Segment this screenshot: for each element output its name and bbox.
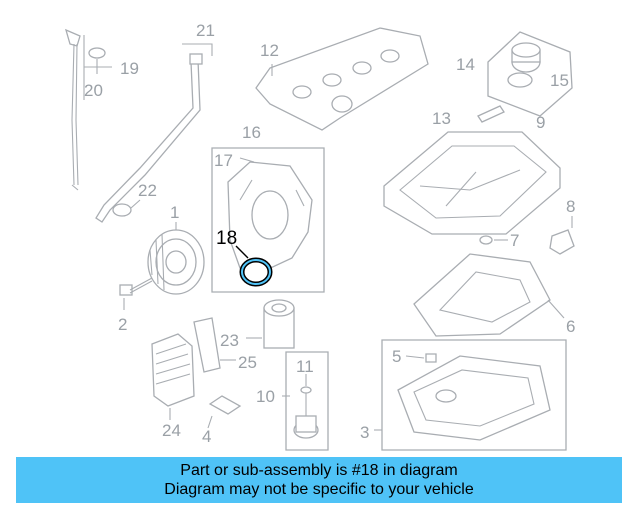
o-ring-22-part[interactable]	[112, 203, 132, 217]
callout-2: 2	[118, 315, 127, 334]
callout-23: 23	[220, 331, 239, 350]
dipstick-part[interactable]	[64, 28, 81, 191]
bracket-part[interactable]	[208, 395, 242, 415]
callout-4: 4	[202, 427, 211, 446]
group-frame-16	[211, 147, 325, 293]
group-frame-3	[381, 339, 567, 451]
banner-line-disclaimer: Diagram may not be specific to your vehi…	[164, 481, 474, 498]
callout-20: 20	[84, 81, 103, 100]
baffle-part[interactable]	[413, 253, 551, 337]
oil-level-sensor-part[interactable]	[293, 386, 319, 439]
callout-19: 19	[120, 59, 139, 78]
callout-22: 22	[138, 181, 157, 200]
group-frame-14	[487, 31, 573, 117]
callout-21: 21	[196, 21, 215, 40]
valve-cover-part[interactable]	[255, 27, 429, 131]
callout-10: 10	[256, 387, 275, 406]
callout-24: 24	[162, 421, 181, 440]
callout-17: 17	[214, 151, 233, 170]
info-banner: Part or sub-assembly is #18 in diagram D…	[16, 457, 622, 503]
washer-part[interactable]	[479, 235, 493, 245]
pulley-part[interactable]	[147, 229, 205, 295]
lower-oil-pan-part[interactable]	[397, 355, 551, 441]
oil-cooler-part[interactable]	[151, 333, 195, 407]
plug-part[interactable]	[549, 229, 575, 255]
cap-seal-part[interactable]	[507, 72, 533, 88]
callout-16: 16	[242, 123, 261, 142]
callout-12: 12	[260, 41, 279, 60]
callout-11: 11	[296, 357, 314, 376]
callout-14: 14	[456, 55, 475, 74]
callout-18-highlighted: 18	[216, 228, 237, 249]
callout-7: 7	[510, 231, 519, 250]
callout-5: 5	[392, 347, 401, 366]
callout-15: 15	[550, 71, 569, 90]
group-frame-11	[285, 351, 329, 451]
callout-8: 8	[566, 197, 575, 216]
gasket-part[interactable]	[193, 317, 221, 373]
upper-oil-pan-part[interactable]	[383, 131, 561, 235]
parts-diagram: 1 2 3 4 5 6 7 8 9 10 11 12 13 14 15 16 1…	[64, 21, 575, 451]
o-ring-20-part[interactable]	[88, 47, 106, 59]
bracket-21	[182, 43, 213, 56]
timing-cover-part[interactable]	[227, 161, 313, 273]
clip-part[interactable]	[477, 105, 505, 123]
callout-3: 3	[360, 423, 369, 442]
banner-line-part-number: Part or sub-assembly is #18 in diagram	[180, 462, 458, 479]
dipstick-tube-part[interactable]	[95, 53, 203, 223]
callout-25: 25	[238, 353, 257, 372]
callout-1: 1	[170, 203, 179, 222]
oil-cap-part[interactable]	[511, 42, 541, 73]
callout-9: 9	[536, 113, 545, 132]
oil-filter-part[interactable]	[263, 299, 295, 349]
callout-6: 6	[566, 317, 575, 336]
seal-18-highlighted[interactable]	[235, 245, 273, 287]
callout-13: 13	[432, 109, 451, 128]
bolt-part[interactable]	[119, 277, 153, 296]
bracket-19	[83, 35, 112, 100]
drain-bolt-part[interactable]	[425, 353, 437, 363]
